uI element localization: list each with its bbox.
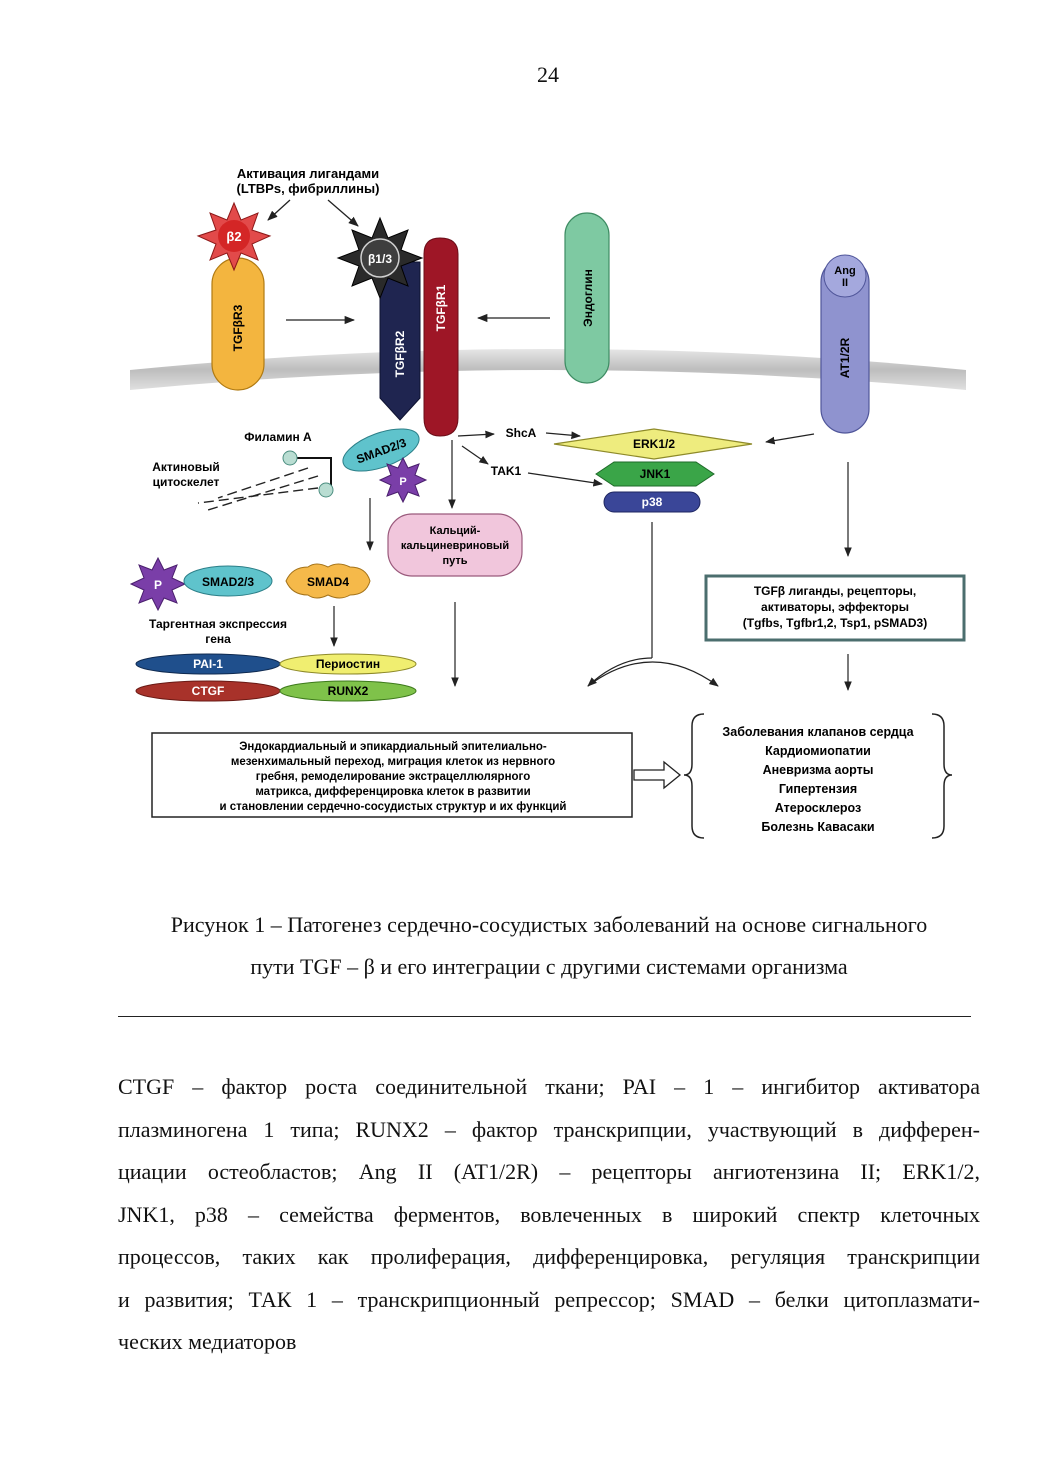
caption-line-1: Рисунок 1 – Патогенез сердечно-сосудисты…	[170, 912, 928, 937]
endoglin-receptor	[564, 212, 610, 384]
tgf-ligands-box	[704, 574, 966, 642]
page-number: 24	[537, 62, 559, 87]
abbrev-line: ческих медиаторов	[118, 1329, 297, 1354]
disease-4: Гипертензия	[779, 782, 857, 796]
emt-line-2: мезенхимальный переход, миграция клеток …	[231, 756, 555, 768]
calcium-label-2: кальциневриновый	[401, 540, 509, 552]
at12r-label: AT1/2R	[838, 337, 852, 378]
disease-1: Заболевания клапанов сердца	[722, 725, 914, 739]
beta13-label: β1/3	[368, 252, 392, 266]
phospho-star-top	[378, 456, 428, 504]
abbrev-line: плазминогена 1 типа; RUNX2 – фактор тран…	[118, 1116, 980, 1142]
target-expr-label-2: гена	[205, 632, 231, 646]
periostin-label: Периостин	[316, 657, 380, 671]
abbrev-line: и развития; ТАК 1 – транскрипционный реп…	[118, 1286, 980, 1312]
endoglin-label: Эндоглин	[581, 269, 595, 327]
cell-membrane	[130, 349, 966, 390]
tgf-box-line-1: TGFβ лиганды, рецепторы,	[754, 584, 916, 598]
tgf-box-line-2: активаторы, эффекторы	[761, 600, 909, 614]
tgfbr2-label: TGFβR2	[393, 330, 407, 377]
smad4-label: SMAD4	[307, 575, 349, 589]
tak1-label: TAK1	[491, 464, 522, 478]
emt-line-1: Эндокардиальный и эпикардиальный эпители…	[239, 741, 547, 753]
tgfbr3-label: TGFβR3	[231, 304, 245, 351]
erk-node	[553, 428, 753, 460]
disease-5: Атеросклероз	[775, 801, 861, 815]
abbrev-line: циации остеобластов; Ang II (AT1/2R) – р…	[118, 1159, 980, 1184]
activation-title-2: (LTBPs, фибриллины)	[237, 181, 380, 196]
abbrev-line: CTGF – фактор роста соединительной ткани…	[118, 1074, 980, 1099]
tgf-box-line-3: (Tgfbs, Tgfbr1,2, Tsp1, pSMAD3)	[743, 616, 927, 630]
calcium-label-3: путь	[442, 555, 467, 567]
disease-6: Болезнь Кавасаки	[761, 820, 874, 834]
signaling-diagram: Активация лигандами (LTBPs, фибриллины) …	[129, 166, 966, 839]
smad23-label: SMAD2/3	[202, 575, 254, 589]
figure: Активация лигандами (LTBPs, фибриллины) …	[118, 158, 980, 858]
emt-line-5: и становлении сердечно-сосудистых структ…	[220, 801, 567, 813]
abbrev-line: процессов, таких как пролиферация, диффе…	[118, 1244, 980, 1269]
ang-label-2: II	[842, 277, 848, 289]
pai1-label: PAI-1	[193, 657, 223, 671]
p-left-label: P	[154, 578, 162, 592]
phospho-star-left	[129, 556, 187, 612]
jnk-node	[595, 461, 715, 487]
abbreviations-paragraph: CTGF – фактор роста соединительной ткани…	[118, 1066, 980, 1364]
tgfbr1-receptor	[423, 237, 459, 437]
actin-label-2: цитоскелет	[153, 475, 220, 489]
tgfbr1-label: TGFβR1	[434, 284, 448, 331]
shca-label: ShcA	[506, 426, 537, 440]
beta2-label: β2	[226, 229, 241, 244]
filamin-label: Филамин А	[244, 430, 312, 444]
emt-box	[151, 732, 633, 818]
calcium-label-1: Кальций-	[430, 525, 481, 537]
actin-label-1: Актиновый	[152, 460, 220, 474]
smad23-node	[183, 565, 273, 597]
activation-title-1: Активация лигандами	[237, 166, 379, 181]
smad23-receptor-complex	[342, 428, 420, 472]
figure-caption: Рисунок 1 – Патогенез сердечно-сосудисты…	[118, 904, 980, 988]
runx2-node	[279, 680, 417, 702]
smad4-node	[285, 563, 371, 599]
abbrev-line: JNK1, p38 – семейства ферментов, вовлече…	[118, 1201, 980, 1227]
p38-label: p38	[642, 495, 663, 509]
emt-line-3: гребня, ремоделирование экстрацеллюлярно…	[256, 771, 530, 783]
separator-line	[118, 1016, 971, 1017]
ang-label-1: Ang	[834, 265, 855, 277]
caption-line-2: пути TGF – β и его интеграции с другими …	[250, 954, 848, 979]
tgfbr2-receptor	[379, 261, 421, 421]
emt-line-4: матрикса, дифференцировка клеток в разви…	[255, 786, 530, 798]
jnk-label: JNK1	[640, 467, 671, 481]
p-top-label: P	[399, 476, 406, 488]
erk-label: ERK1/2	[633, 437, 675, 451]
p38-node	[603, 491, 701, 513]
disease-2: Кардиомиопатии	[765, 744, 871, 758]
periostin-node	[279, 653, 417, 675]
disease-3: Аневризма аорты	[763, 763, 874, 777]
target-expr-label-1: Таргентная экспрессия	[149, 617, 287, 631]
ctgf-label: CTGF	[192, 684, 225, 698]
calcium-pathway-node	[387, 513, 523, 577]
runx2-label: RUNX2	[328, 684, 369, 698]
